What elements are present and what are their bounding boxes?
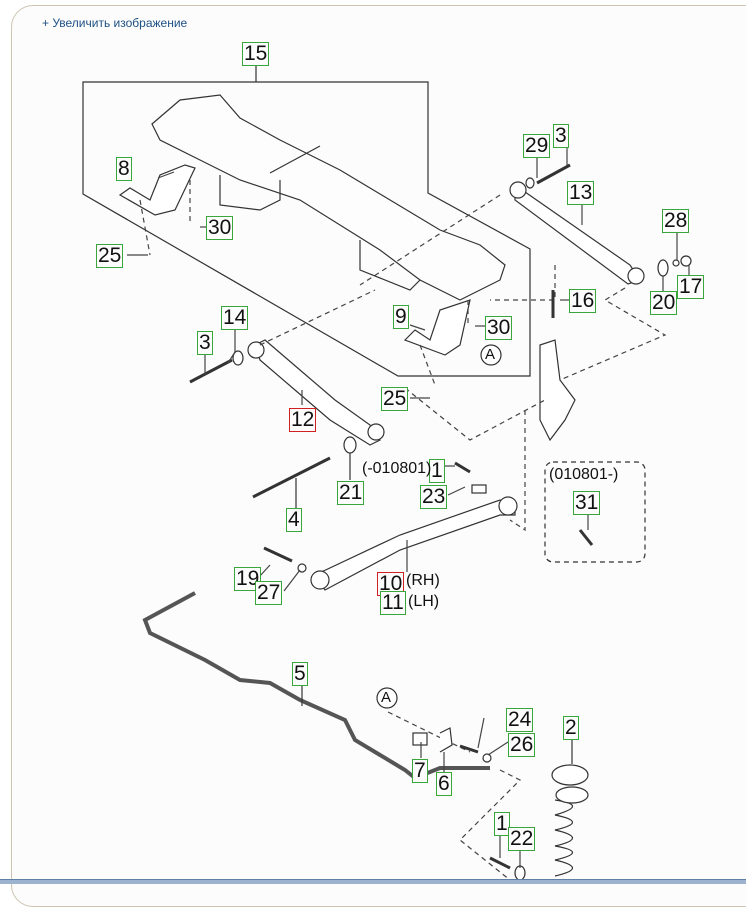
callout-4[interactable]: 4 <box>286 508 302 532</box>
callout-7[interactable]: 7 <box>412 759 428 783</box>
callout-1[interactable]: 1 <box>429 459 445 483</box>
callout-12[interactable]: 12 <box>289 408 317 432</box>
horizontal-scrollbar[interactable] <box>0 879 746 884</box>
callout-6[interactable]: 6 <box>436 772 452 796</box>
callout-25[interactable]: 25 <box>96 244 124 268</box>
spring-seat-icon <box>551 764 589 786</box>
coil-spring-icon <box>554 799 574 877</box>
callout-22[interactable]: 22 <box>508 827 536 851</box>
callout-14[interactable]: 14 <box>221 306 249 330</box>
assembly-outline <box>82 81 531 377</box>
callout-17[interactable]: 17 <box>677 275 705 299</box>
bracket-8-icon <box>118 164 196 216</box>
callout-26[interactable]: 26 <box>508 733 536 757</box>
callout-16[interactable]: 16 <box>569 289 597 313</box>
callout-25[interactable]: 25 <box>381 387 409 411</box>
lh-note: (LH) <box>408 593 440 610</box>
callout-3[interactable]: 3 <box>197 331 213 355</box>
bracket-9-icon <box>403 299 471 356</box>
reference-a-label: A <box>381 689 392 706</box>
reference-a-marker <box>480 344 502 366</box>
stabilizer-bar-icon <box>142 591 490 781</box>
callout-23[interactable]: 23 <box>420 485 448 509</box>
callout-11[interactable]: 11 <box>380 591 406 615</box>
parts-diagram <box>82 60 692 881</box>
callout-8[interactable]: 8 <box>116 157 132 181</box>
callout-24[interactable]: 24 <box>506 708 534 732</box>
callout-13[interactable]: 13 <box>567 181 595 205</box>
crossmember-icon <box>151 94 506 301</box>
image-panel <box>11 5 746 907</box>
knuckle-icon <box>539 339 576 442</box>
callout-27[interactable]: 27 <box>255 581 283 605</box>
callout-3[interactable]: 3 <box>553 124 569 148</box>
trailing-arm-icon <box>314 499 516 591</box>
callout-5[interactable]: 5 <box>292 662 308 686</box>
callout-30[interactable]: 30 <box>206 216 234 240</box>
callout-29[interactable]: 29 <box>523 134 551 158</box>
callout-1[interactable]: 1 <box>494 812 510 836</box>
callout-15[interactable]: 15 <box>242 42 270 66</box>
callout-28[interactable]: 28 <box>662 209 690 233</box>
callout-31[interactable]: 31 <box>573 491 601 515</box>
callout-9[interactable]: 9 <box>393 305 409 329</box>
reference-a-marker <box>376 687 398 709</box>
after-date-note: (010801-) <box>549 466 619 483</box>
callout-21[interactable]: 21 <box>337 481 365 505</box>
callout-19[interactable]: 19 <box>234 567 262 591</box>
callout-2[interactable]: 2 <box>563 716 579 740</box>
arm-12-icon <box>254 339 381 446</box>
reference-a-label: A <box>485 346 496 363</box>
date-range-box <box>544 461 646 563</box>
before-date-note: (-010801) <box>362 460 432 477</box>
enlarge-image-link[interactable]: + Увеличить изображение <box>42 16 188 30</box>
rh-note: (RH) <box>406 572 440 589</box>
callout-30[interactable]: 30 <box>485 316 513 340</box>
callout-20[interactable]: 20 <box>650 291 678 315</box>
